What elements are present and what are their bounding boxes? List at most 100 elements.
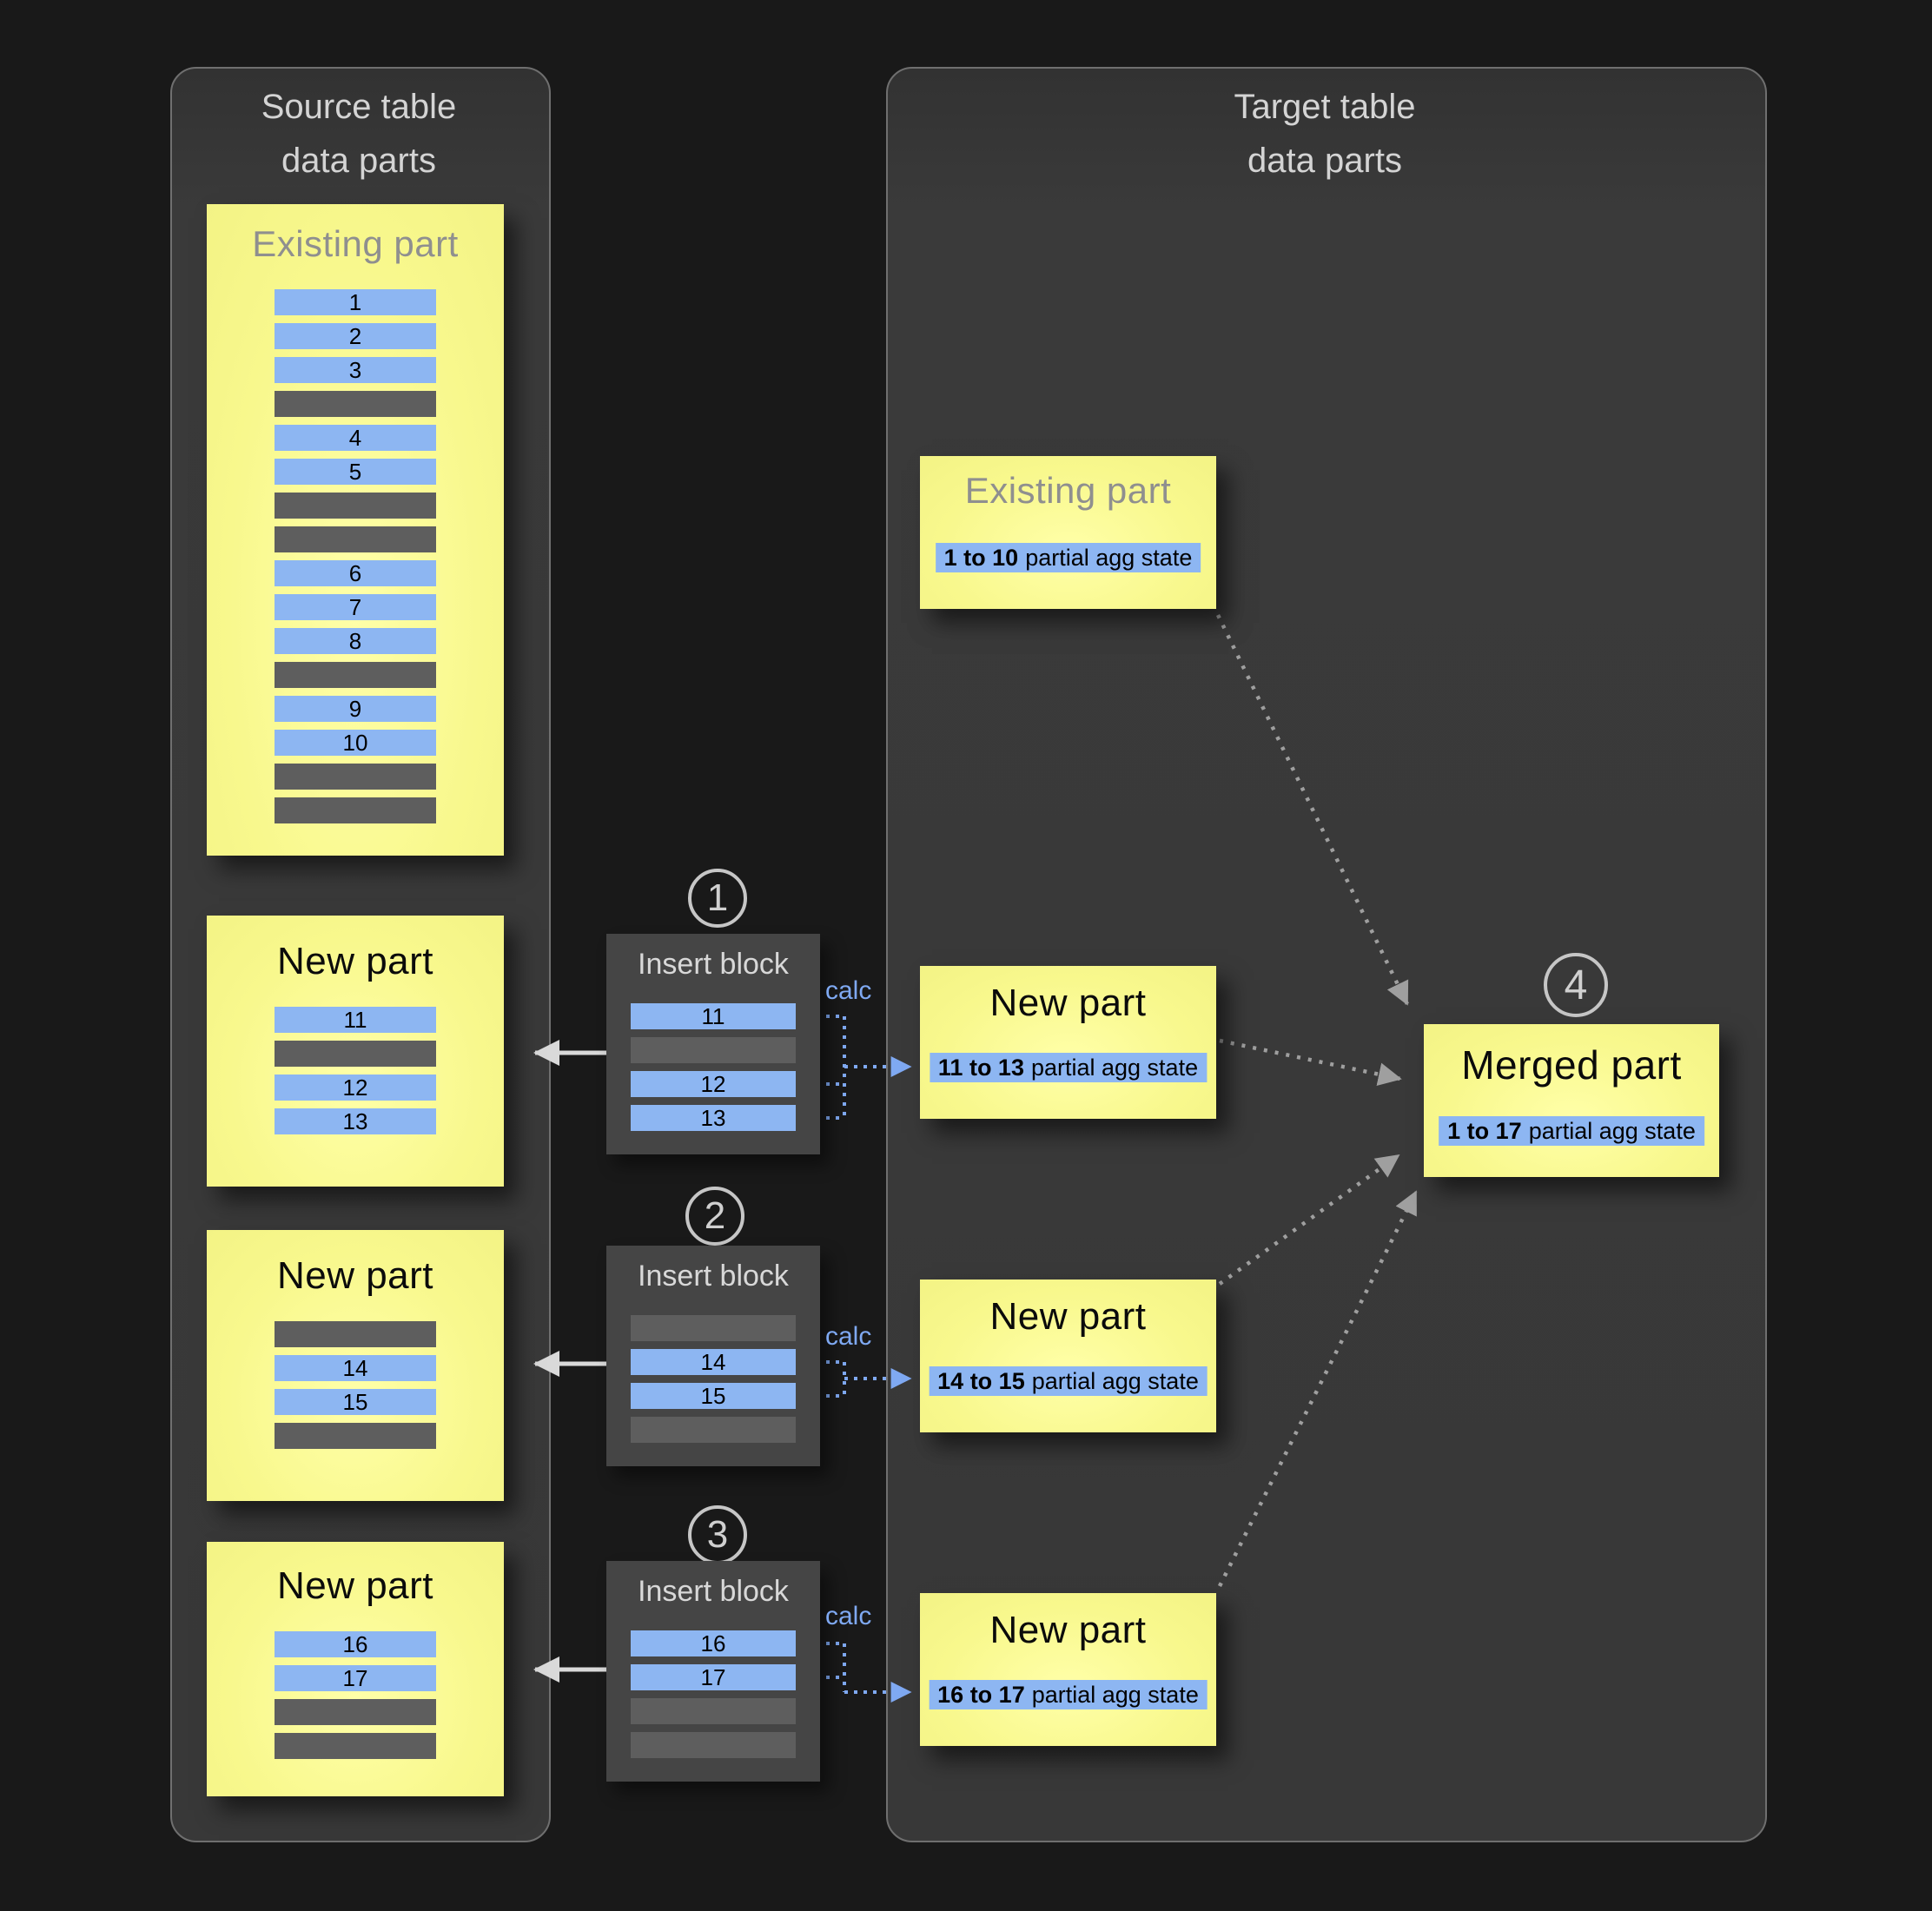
data-row-other xyxy=(275,493,436,519)
data-row-other xyxy=(631,1732,796,1758)
source-new-part-1: New part 11 12 13 xyxy=(207,916,504,1187)
agg-range: 14 to 15 xyxy=(937,1368,1025,1394)
data-row: 4 xyxy=(275,425,436,451)
insert-block-1: Insert block 11 12 13 xyxy=(606,934,820,1154)
agg-state-label: partial agg state xyxy=(1030,1055,1199,1081)
data-row: 3 xyxy=(275,357,436,383)
insert-block-1-rows: 11 12 13 xyxy=(606,1003,820,1131)
agg-range: 16 to 17 xyxy=(937,1682,1025,1708)
insert-block-2: Insert block 14 15 xyxy=(606,1246,820,1466)
source-existing-part: Existing part 1 2 3 4 5 6 7 8 9 10 xyxy=(207,204,504,856)
agg-state-label: partial agg state xyxy=(1031,1368,1199,1394)
data-row: 12 xyxy=(275,1075,436,1101)
data-row-other xyxy=(631,1037,796,1063)
insert-block-3-rows: 16 17 xyxy=(606,1630,820,1758)
calc-label-2: calc xyxy=(825,1322,872,1351)
source-existing-part-title: Existing part xyxy=(252,223,459,264)
source-panel-title-line1: Source table xyxy=(261,88,457,126)
insert-block-3-title: Insert block xyxy=(638,1575,789,1608)
data-row-other xyxy=(275,797,436,823)
data-row: 11 xyxy=(275,1007,436,1033)
data-row: 13 xyxy=(275,1108,436,1134)
data-row: 17 xyxy=(275,1665,436,1691)
data-row: 9 xyxy=(275,696,436,722)
source-new-part-2: New part 14 15 xyxy=(207,1230,504,1501)
step-4-badge: 4 xyxy=(1544,953,1608,1017)
data-row: 2 xyxy=(275,323,436,349)
agg-state-label: partial agg state xyxy=(1031,1682,1199,1708)
data-row: 11 xyxy=(631,1003,796,1029)
agg-state-label: partial agg state xyxy=(1528,1118,1696,1144)
calc-label-3: calc xyxy=(825,1602,872,1630)
source-new-part-2-title: New part xyxy=(276,1254,434,1297)
agg-range: 11 to 13 xyxy=(937,1055,1024,1081)
target-panel-title-line2: data parts xyxy=(1247,142,1402,180)
agg-range: 1 to 17 xyxy=(1447,1118,1522,1144)
data-row-other xyxy=(631,1315,796,1341)
source-panel-title-line2: data parts xyxy=(281,142,436,180)
data-row-other xyxy=(275,1041,436,1067)
data-row: 6 xyxy=(275,560,436,586)
data-row-other xyxy=(275,391,436,417)
data-row-other xyxy=(275,1699,436,1725)
data-row: 13 xyxy=(631,1105,796,1131)
target-existing-part-title: Existing part xyxy=(964,470,1172,511)
data-row-other xyxy=(275,1321,436,1347)
step-3-badge: 3 xyxy=(688,1505,747,1564)
data-row-other xyxy=(275,1733,436,1759)
insert-block-2-rows: 14 15 xyxy=(606,1315,820,1443)
data-row: 14 xyxy=(275,1355,436,1381)
target-merged-part-title: Merged part xyxy=(1461,1042,1682,1088)
data-row-other xyxy=(275,764,436,790)
data-row: 1 xyxy=(275,289,436,315)
source-panel-title: Source table data parts xyxy=(170,80,547,188)
source-new-part-3: New part 16 17 xyxy=(207,1542,504,1796)
data-row-other xyxy=(275,1423,436,1449)
insert-block-2-title: Insert block xyxy=(638,1260,789,1293)
data-row: 8 xyxy=(275,628,436,654)
data-row: 16 xyxy=(275,1631,436,1657)
data-row: 14 xyxy=(631,1349,796,1375)
target-panel-title-line1: Target table xyxy=(1234,88,1416,126)
data-row: 5 xyxy=(275,459,436,485)
source-new-part-2-rows: 14 15 xyxy=(207,1321,504,1449)
source-existing-part-rows: 1 2 3 4 5 6 7 8 9 10 xyxy=(207,289,504,823)
insert-block-1-title: Insert block xyxy=(638,948,789,981)
data-row-other xyxy=(631,1417,796,1443)
agg-range: 1 to 10 xyxy=(943,545,1019,571)
target-panel-title: Target table data parts xyxy=(886,80,1763,188)
data-row: 17 xyxy=(631,1664,796,1690)
data-row: 15 xyxy=(275,1389,436,1415)
data-row-other xyxy=(275,662,436,688)
target-new-part-3-title: New part xyxy=(989,1609,1147,1651)
data-row: 10 xyxy=(275,730,436,756)
data-row-other xyxy=(275,526,436,552)
calc-label-1: calc xyxy=(825,976,872,1005)
target-table-panel xyxy=(886,67,1767,1842)
source-new-part-3-title: New part xyxy=(276,1564,434,1607)
step-2-badge: 2 xyxy=(685,1187,744,1246)
source-new-part-3-rows: 16 17 xyxy=(207,1631,504,1759)
agg-state-label: partial agg state xyxy=(1025,545,1193,571)
data-row: 7 xyxy=(275,594,436,620)
target-new-part-1-title: New part xyxy=(989,982,1147,1024)
data-row: 16 xyxy=(631,1630,796,1656)
step-1-badge: 1 xyxy=(688,869,747,928)
target-new-part-2-title: New part xyxy=(989,1295,1147,1338)
source-new-part-1-title: New part xyxy=(276,940,434,982)
data-row: 12 xyxy=(631,1071,796,1097)
data-row: 15 xyxy=(631,1383,796,1409)
data-row-other xyxy=(631,1698,796,1724)
source-new-part-1-rows: 11 12 13 xyxy=(207,1007,504,1134)
